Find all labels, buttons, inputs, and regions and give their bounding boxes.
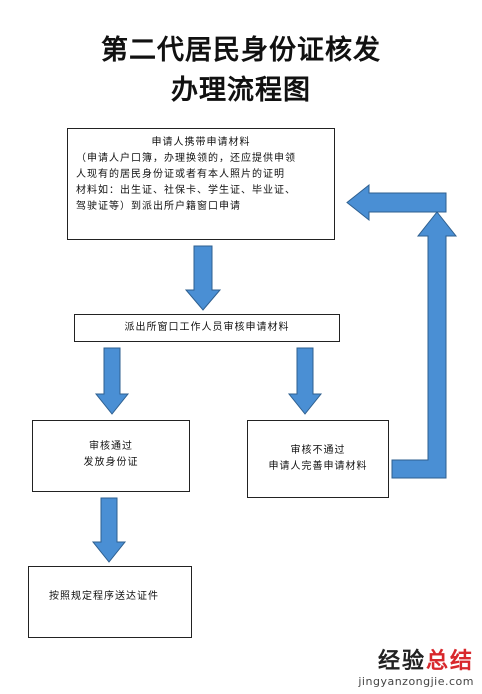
node-review-fail: 审核不通过 申请人完善申请材料: [247, 420, 389, 498]
page-title-line2: 办理流程图: [171, 75, 311, 106]
apply-line-1: （申请人户口簿，办理换领的，还应提供申领: [76, 153, 296, 164]
arrow-down-pass-to-send: [91, 497, 127, 563]
watermark-brand-dark: 经验: [377, 649, 426, 674]
apply-line-3: 材料如：出生证、社保卡、学生证、毕业证、: [76, 185, 296, 196]
fail-line-1: 审核不通过: [290, 445, 346, 456]
apply-heading: 申请人携带申请材料: [151, 137, 251, 148]
node-review-pass: 审核通过 发放身份证: [32, 420, 190, 492]
watermark: 经验总结 jingyanzongjie.com: [358, 643, 474, 688]
pass-line-1: 审核通过: [89, 441, 133, 452]
watermark-brand: 经验总结: [358, 643, 474, 675]
apply-line-2: 人现有的居民身份证或者有本人照片的证明: [76, 169, 285, 180]
fail-line-2: 申请人完善申请材料: [268, 461, 368, 472]
node-review-materials: 派出所窗口工作人员审核申请材料: [74, 314, 340, 342]
pass-line-2: 发放身份证: [83, 457, 139, 468]
arrow-loop-fail-to-apply: [391, 211, 458, 479]
arrow-left-to-apply: [346, 183, 447, 222]
arrow-down-review-to-fail: [287, 347, 323, 415]
watermark-url: jingyanzongjie.com: [358, 675, 474, 688]
node-deliver-id: 按照规定程序送达证件: [28, 566, 192, 638]
watermark-brand-red: 总结: [425, 649, 474, 674]
apply-line-4: 驾驶证等）到派出所户籍窗口申请: [76, 201, 241, 212]
page-title-line1: 第二代居民身份证核发: [101, 35, 381, 66]
arrow-down-review-to-pass: [94, 347, 130, 415]
arrow-down-apply-to-review: [184, 245, 222, 311]
node-apply-materials: 申请人携带申请材料 （申请人户口簿，办理换领的，还应提供申领 人现有的居民身份证…: [67, 128, 335, 240]
